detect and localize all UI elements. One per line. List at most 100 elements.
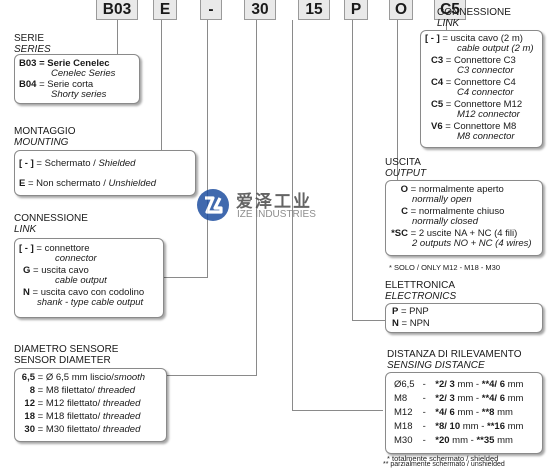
out-label-cable: = uscita cavo (2 m): [442, 33, 523, 44]
diam-code-12: 12: [24, 398, 35, 409]
diam-label-8: = M8 filettato/: [37, 385, 98, 396]
dist-unit: mm: [505, 421, 524, 432]
link-label-connector-en: connector: [55, 253, 97, 264]
dist-unshielded-m8: **4/ 6: [481, 393, 505, 404]
code-output: O: [389, 0, 413, 20]
uscita-code-sc: *SC: [391, 228, 408, 239]
elec-code-n: N: [392, 318, 399, 329]
elettronica-title: ELETTRONICA: [385, 280, 456, 291]
diam-label-18-en: threaded: [102, 411, 141, 422]
code-series: B03: [96, 0, 138, 20]
uscita-label-sc-en: 2 outputs NO + NC (4 wires): [412, 238, 532, 249]
elettronica-box: P = PNP N = NPN: [385, 303, 543, 333]
uscita-code-c: C: [401, 206, 408, 217]
uscita-code-o: O: [400, 184, 408, 195]
link-left-title: CONNESSIONE: [14, 213, 88, 224]
serie-heading: SERIE SERIES: [14, 33, 51, 55]
watermark-en: IZE INDUSTRIES: [237, 209, 316, 220]
dist-unit: mm: [505, 393, 524, 404]
link-right-title: CONNESSIONE: [437, 7, 511, 18]
link-label-shank: = uscita cavo con codolino: [32, 287, 145, 298]
dist-shielded-6-5: *2/ 3: [435, 379, 455, 390]
elec-label-p: = PNP: [400, 306, 429, 317]
out-code-c4: C4: [431, 77, 444, 88]
out-label-c3: = Connettore C3: [445, 55, 516, 66]
montaggio-code-shielded: [ - ]: [19, 158, 34, 169]
link-right-subtitle: LINK: [437, 18, 460, 29]
dist-size-m8: M8: [394, 393, 408, 404]
out-label-c4-en: C4 connector: [457, 87, 514, 98]
diam-code-6-5: 6,5: [21, 372, 35, 383]
montaggio-label-shielded: = Schermato /: [36, 158, 99, 169]
serie-label-b03: = Serie Cenelec: [39, 58, 110, 69]
link-code-connector: [ - ]: [19, 243, 34, 254]
dist-size-m30: M30: [394, 435, 413, 446]
dist-size-6-5: Ø6,5: [394, 379, 415, 390]
link-label-cable-en: cable output: [55, 275, 107, 286]
montaggio-label-shielded-en: Shielded: [98, 158, 136, 169]
montaggio-label-unshielded-en: Unshielded: [108, 178, 157, 189]
dist-size-m12: M12: [394, 407, 413, 418]
elec-code-p: P: [392, 306, 399, 317]
diam-code-30: 30: [24, 424, 35, 435]
link-label-shank-en: shank - type cable output: [37, 297, 144, 308]
link-right-heading: CONNESSIONE LINK: [437, 7, 511, 29]
ize-logo-icon: [197, 189, 229, 221]
diam-label-6-5: = Ø 6,5 mm liscio/: [37, 372, 114, 383]
dist-unit: mm: [494, 407, 513, 418]
uscita-label-o-en: normally open: [412, 194, 472, 205]
uscita-heading: USCITA OUTPUT: [385, 157, 426, 179]
montaggio-label-unshielded: = Non schermato /: [27, 178, 109, 189]
dist-shielded-m8: *2/ 3: [435, 393, 455, 404]
dist-unit: mm: [505, 379, 524, 390]
diam-label-6-5-en: smooth: [113, 372, 146, 383]
serie-label-b04-en: Shorty series: [51, 89, 107, 100]
dist-shielded-m12: *4/ 6: [435, 407, 455, 418]
diam-label-8-en: threaded: [97, 385, 136, 396]
dist-shielded-m30: *20: [435, 435, 450, 446]
montaggio-title: MONTAGGIO: [14, 126, 76, 137]
code-electronics: P: [344, 0, 368, 20]
dist-unshielded-m30: **35: [476, 435, 495, 446]
diametro-heading: DIAMETRO SENSORE SENSOR DIAMETER: [14, 344, 118, 366]
out-label-c5: = Connettore M12: [445, 99, 523, 110]
link-left-heading: CONNESSIONE LINK: [14, 213, 88, 235]
dist-sep: mm -: [454, 407, 482, 418]
code-link: -: [200, 0, 222, 20]
distanza-note-1: * totalmente schermato / shielded: [387, 454, 499, 463]
elettronica-heading: ELETTRONICA ELECTRONICS: [385, 280, 456, 302]
dist-unshielded-m12: **8: [481, 407, 495, 418]
out-label-v6-en: M8 connector: [457, 131, 515, 142]
distanza-title: DISTANZA DI RILEVAMENTO: [387, 349, 522, 360]
montaggio-box: [ - ] = Schermato / Shielded E = Non sch…: [14, 150, 196, 196]
diametro-box: 6,5 = Ø 6,5 mm liscio/smooth 8 = M8 file…: [14, 368, 167, 442]
link-label-cable: = uscita cavo: [33, 265, 89, 276]
code-diameter: 30: [244, 0, 276, 20]
out-label-c3-en: C3 connector: [457, 65, 514, 76]
serie-label-b04: = Serie corta: [39, 79, 94, 90]
diam-label-12: = M12 filettato/: [37, 398, 103, 409]
diam-code-8: 8: [29, 385, 35, 396]
serie-title: SERIE: [14, 33, 45, 44]
distanza-subtitle: SENSING DISTANCE: [387, 360, 485, 371]
serie-box: B03 = Serie Cenelec Cenelec Series B04 =…: [14, 54, 140, 104]
link-code-cable: G: [23, 265, 31, 276]
dist-unit: mm: [494, 435, 513, 446]
dist-size-m18: M18: [394, 421, 413, 432]
diam-label-12-en: threaded: [102, 398, 141, 409]
code-distance: 15: [298, 0, 330, 20]
distanza-heading: DISTANZA DI RILEVAMENTO SENSING DISTANCE: [387, 349, 521, 371]
serie-subtitle: SERIES: [14, 44, 51, 55]
out-label-c5-en: M12 connector: [457, 109, 520, 120]
code-connection: C5: [434, 0, 466, 20]
dist-sep: mm -: [460, 421, 488, 432]
elec-label-n: = NPN: [401, 318, 430, 329]
out-code-v6: V6: [431, 121, 443, 132]
diam-label-30-en: threaded: [102, 424, 141, 435]
out-label-cable-en: cable output (2 m): [457, 43, 534, 54]
dist-sep: mm -: [449, 435, 477, 446]
dist-unshielded-6-5: **4/ 6: [481, 379, 505, 390]
uscita-title: USCITA: [385, 157, 421, 168]
montaggio-heading: MONTAGGIO MOUNTING: [14, 126, 75, 148]
out-code-c3: C3: [431, 55, 444, 66]
